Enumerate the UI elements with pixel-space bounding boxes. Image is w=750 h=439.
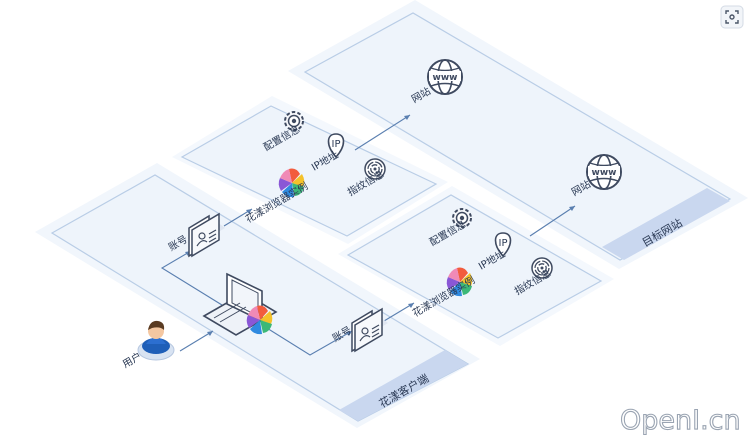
globe-icon <box>586 154 622 190</box>
link-instance-site-top <box>354 114 411 151</box>
connector-lines <box>160 114 576 356</box>
user-avatar[interactable] <box>137 320 175 361</box>
link-user-laptop <box>179 330 214 352</box>
link-laptop-account-right <box>261 324 353 356</box>
instance-plane-upper <box>172 96 448 244</box>
link-account-instance-top <box>223 208 253 227</box>
globe-icon <box>427 59 463 95</box>
instance-plane-lower <box>338 186 614 346</box>
ip-badge-text: IP <box>499 238 508 249</box>
watermark: OpenI.cn <box>620 405 741 436</box>
target-site-plane <box>288 0 748 269</box>
ip-badge-text: IP <box>332 139 341 150</box>
link-laptop-account-top <box>160 250 223 306</box>
client-band <box>339 350 468 421</box>
target-site-band <box>602 188 730 260</box>
focus-icon[interactable] <box>720 5 744 29</box>
link-instance-site-right <box>529 205 576 237</box>
link-account-instance-right <box>383 302 415 322</box>
